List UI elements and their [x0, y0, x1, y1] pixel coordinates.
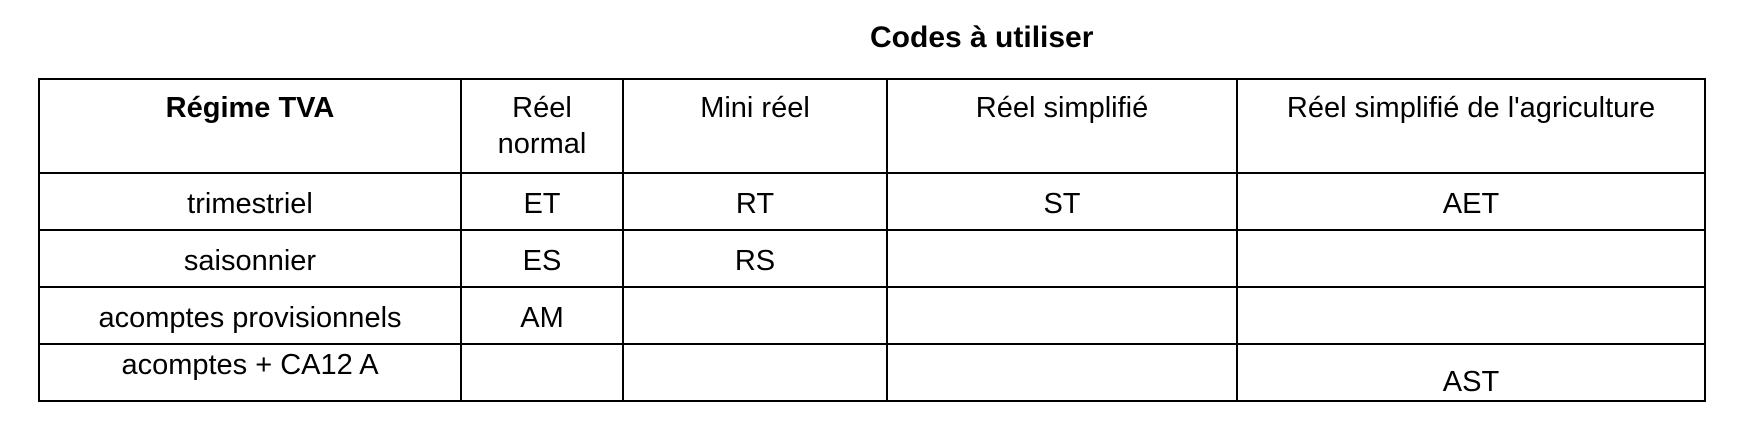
row-label-acomptes-ca12a: acomptes + CA12 A: [38, 343, 462, 402]
cell-code: ES: [460, 229, 624, 288]
header-reel-simplifie: Réel simplifié: [886, 78, 1238, 174]
table-row: acomptes + CA12 A AST: [38, 343, 1706, 402]
header-row: Régime TVA Réel normal Mini réel Réel si…: [38, 78, 1706, 174]
row-label-saisonnier: saisonnier: [38, 229, 462, 288]
table-row: saisonnier ES RS: [38, 229, 1706, 288]
cell-code: [622, 343, 888, 402]
page-title: Codes à utiliser: [870, 21, 1094, 54]
cell-code: [886, 286, 1238, 345]
cell-code: [460, 343, 624, 402]
cell-code: [886, 343, 1238, 402]
table-row: trimestriel ET RT ST AET: [38, 172, 1706, 231]
row-label-acomptes-provisionnels: acomptes provisionnels: [38, 286, 462, 345]
header-mini-reel: Mini réel: [622, 78, 888, 174]
codes-table: Régime TVA Réel normal Mini réel Réel si…: [38, 78, 1706, 402]
cell-code: ST: [886, 172, 1238, 231]
row-label-trimestriel: trimestriel: [38, 172, 462, 231]
cell-code: RT: [622, 172, 888, 231]
header-reel-simplifie-agriculture: Réel simplifié de l'agriculture: [1236, 78, 1706, 174]
cell-code: AM: [460, 286, 624, 345]
cell-code: [1236, 286, 1706, 345]
table-row: acomptes provisionnels AM: [38, 286, 1706, 345]
cell-code: RS: [622, 229, 888, 288]
cell-code: [1236, 229, 1706, 288]
header-regime-tva: Régime TVA: [38, 78, 462, 174]
cell-code: ET: [460, 172, 624, 231]
cell-code: [622, 286, 888, 345]
header-reel-normal: Réel normal: [460, 78, 624, 174]
cell-code: AET: [1236, 172, 1706, 231]
cell-code: [886, 229, 1238, 288]
cell-code: AST: [1236, 343, 1706, 402]
